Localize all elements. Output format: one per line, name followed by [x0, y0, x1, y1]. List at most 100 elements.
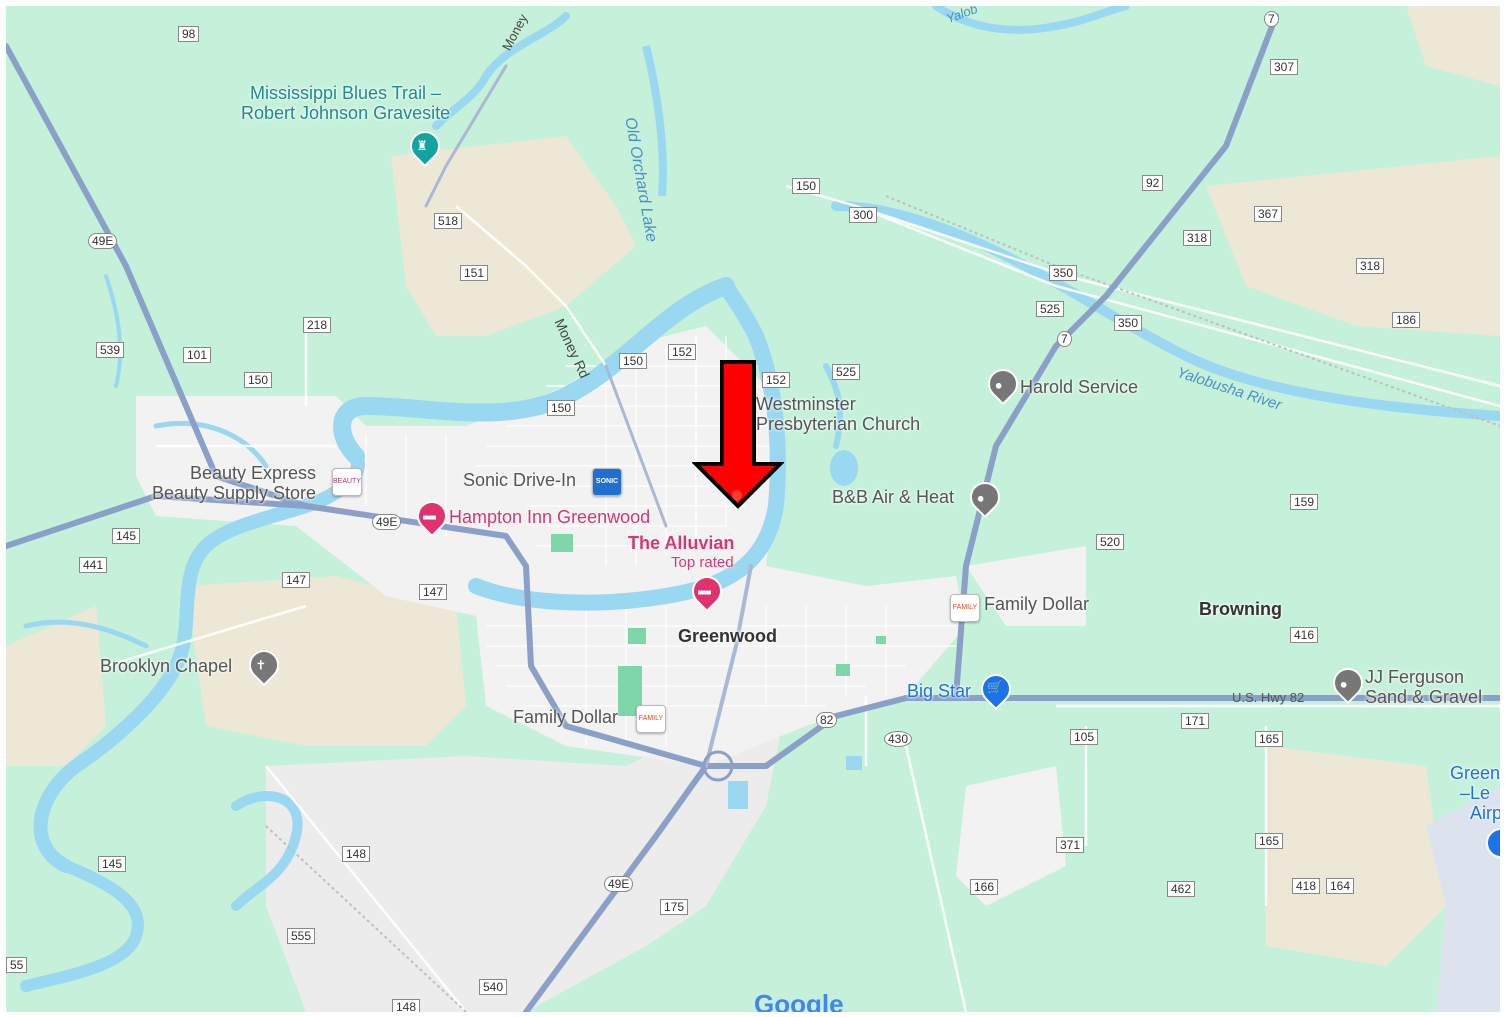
beauty-express-line1: Beauty Express	[190, 463, 317, 483]
land-area	[391, 136, 636, 336]
pond	[830, 450, 858, 486]
road-shield: 175	[660, 899, 689, 915]
church-cross-icon: ✝	[255, 657, 267, 673]
road-shield: 218	[303, 317, 332, 333]
hampton-label[interactable]: Hampton Inn Greenwood	[449, 507, 651, 527]
road-shield: 166	[970, 879, 999, 895]
road-shield: 152	[668, 344, 697, 360]
road-shield: 525	[1036, 301, 1065, 317]
road-shield: 147	[282, 572, 311, 588]
bb-air-label[interactable]: B&B Air & Heat	[832, 487, 955, 507]
land-area	[1206, 156, 1500, 336]
road-shield: 105	[1070, 729, 1099, 745]
road-shield: 164	[1326, 878, 1355, 894]
map-base-layer	[6, 6, 1500, 1012]
road-shield: 539	[96, 342, 125, 358]
road-shield: 148	[342, 846, 371, 862]
sonic-brand-icon[interactable]: SONIC	[592, 468, 622, 496]
road-shield: 165	[1255, 833, 1284, 849]
road-shield: 518	[434, 213, 463, 229]
road-shield: 520	[1096, 534, 1125, 550]
old-orchard-lake-shape	[642, 45, 667, 197]
airport-line3: Airp	[1470, 803, 1500, 823]
road-shield: 49E	[604, 876, 634, 892]
road-shield: 145	[98, 856, 127, 872]
minor-roads	[105, 184, 1500, 1012]
road-shield: 92	[1142, 175, 1164, 191]
browning-label: Browning	[1199, 599, 1282, 619]
road-shield: 159	[1290, 494, 1319, 510]
beauty-express-line2: Beauty Supply Store	[151, 483, 317, 503]
road-shield: 367	[1254, 206, 1283, 222]
jj-ferguson-line2: Sand & Gravel	[1365, 687, 1483, 707]
road-shield: 525	[832, 364, 861, 380]
sonic-label[interactable]: Sonic Drive-In	[463, 470, 577, 490]
road-shield: 147	[419, 584, 448, 600]
place-dot-icon: ●	[994, 377, 1003, 393]
road-shield: 371	[1056, 837, 1085, 853]
beauty-brand-icon[interactable]: BEAUTY	[332, 468, 362, 496]
road-shield: 148	[392, 999, 421, 1012]
westminster-label[interactable]: Westminster Presbyterian Church	[756, 394, 920, 434]
pond	[728, 781, 748, 809]
family-dollar-label-1[interactable]: Family Dollar	[984, 594, 1090, 614]
airport-area	[1426, 786, 1500, 1012]
park	[551, 534, 573, 552]
road-shield: 55	[6, 957, 28, 973]
jj-ferguson-label[interactable]: JJ Ferguson Sand & Gravel	[1365, 667, 1482, 707]
interchange	[702, 750, 734, 782]
blues-trail-label[interactable]: Mississippi Blues Trail – Robert Johnson…	[241, 83, 450, 123]
road-shield: 49E	[88, 233, 118, 249]
railway	[885, 195, 1500, 427]
westminster-line1: Westminster	[756, 394, 856, 414]
brooklyn-label[interactable]: Brooklyn Chapel	[100, 656, 233, 676]
place-dot-icon: ●	[1339, 676, 1348, 692]
land-area	[266, 706, 786, 1012]
family-dollar-icon[interactable]: FAMILY DOLLAR	[636, 705, 666, 733]
road-shield: 152	[762, 372, 791, 388]
harold-label[interactable]: Harold Service	[1020, 377, 1139, 397]
road-shield: 49E	[372, 514, 402, 530]
road-shield: 350	[1114, 315, 1143, 331]
road-shield: 151	[460, 265, 489, 281]
monument-icon: ♜	[416, 138, 428, 154]
road-shield: 150	[244, 372, 273, 388]
land-area	[1406, 6, 1500, 86]
road-shield: 82	[816, 712, 838, 728]
beauty-express-label[interactable]: Beauty Express Beauty Supply Store	[146, 463, 316, 503]
blues-trail-line1: Mississippi Blues Trail –	[250, 83, 442, 103]
road-shield: 171	[1181, 713, 1210, 729]
city-area	[966, 546, 1086, 626]
us-hwy-82-label: U.S. Hwy 82	[1232, 690, 1305, 705]
road-shield: 98	[178, 26, 200, 42]
road-shield: 186	[1392, 312, 1421, 328]
hotel-bed-icon: ▬	[698, 582, 712, 598]
land-area	[6, 606, 106, 766]
hotel-bed-icon: ▬	[423, 507, 437, 523]
road-shield: 555	[287, 928, 316, 944]
road-shield: 307	[1270, 59, 1299, 75]
road-shield: 165	[1255, 731, 1284, 747]
map-canvas[interactable]: 98 518 151 49E 218 539 101 150 150 150 1…	[6, 6, 1500, 1012]
airport-line1: Green	[1450, 763, 1500, 783]
park	[628, 628, 646, 644]
alluvian-label[interactable]: The Alluvian	[628, 533, 735, 553]
family-dollar-icon[interactable]: FAMILY DOLLAR	[950, 594, 980, 622]
land-area	[1266, 746, 1446, 966]
road-shield: 350	[1049, 265, 1078, 281]
road-shield: 150	[792, 178, 821, 194]
land-area	[186, 576, 466, 746]
blues-trail-line2: Robert Johnson Gravesite	[241, 103, 451, 123]
family-dollar-label-2[interactable]: Family Dollar	[513, 707, 619, 727]
road-shield: 150	[547, 400, 576, 416]
road-shield: 101	[183, 347, 212, 363]
road-shield: 318	[1356, 258, 1385, 274]
airport-label[interactable]: Green –Le Airp	[1450, 763, 1500, 823]
greenwood-label: Greenwood	[678, 626, 778, 646]
shopping-cart-icon: 🛒	[986, 679, 1003, 695]
road-shield: 416	[1290, 627, 1319, 643]
big-star-label[interactable]: Big Star	[907, 681, 972, 701]
road-shield: 318	[1183, 230, 1212, 246]
alluvian-sub-label: Top rated	[671, 554, 734, 571]
google-logo: Google	[754, 994, 844, 1012]
